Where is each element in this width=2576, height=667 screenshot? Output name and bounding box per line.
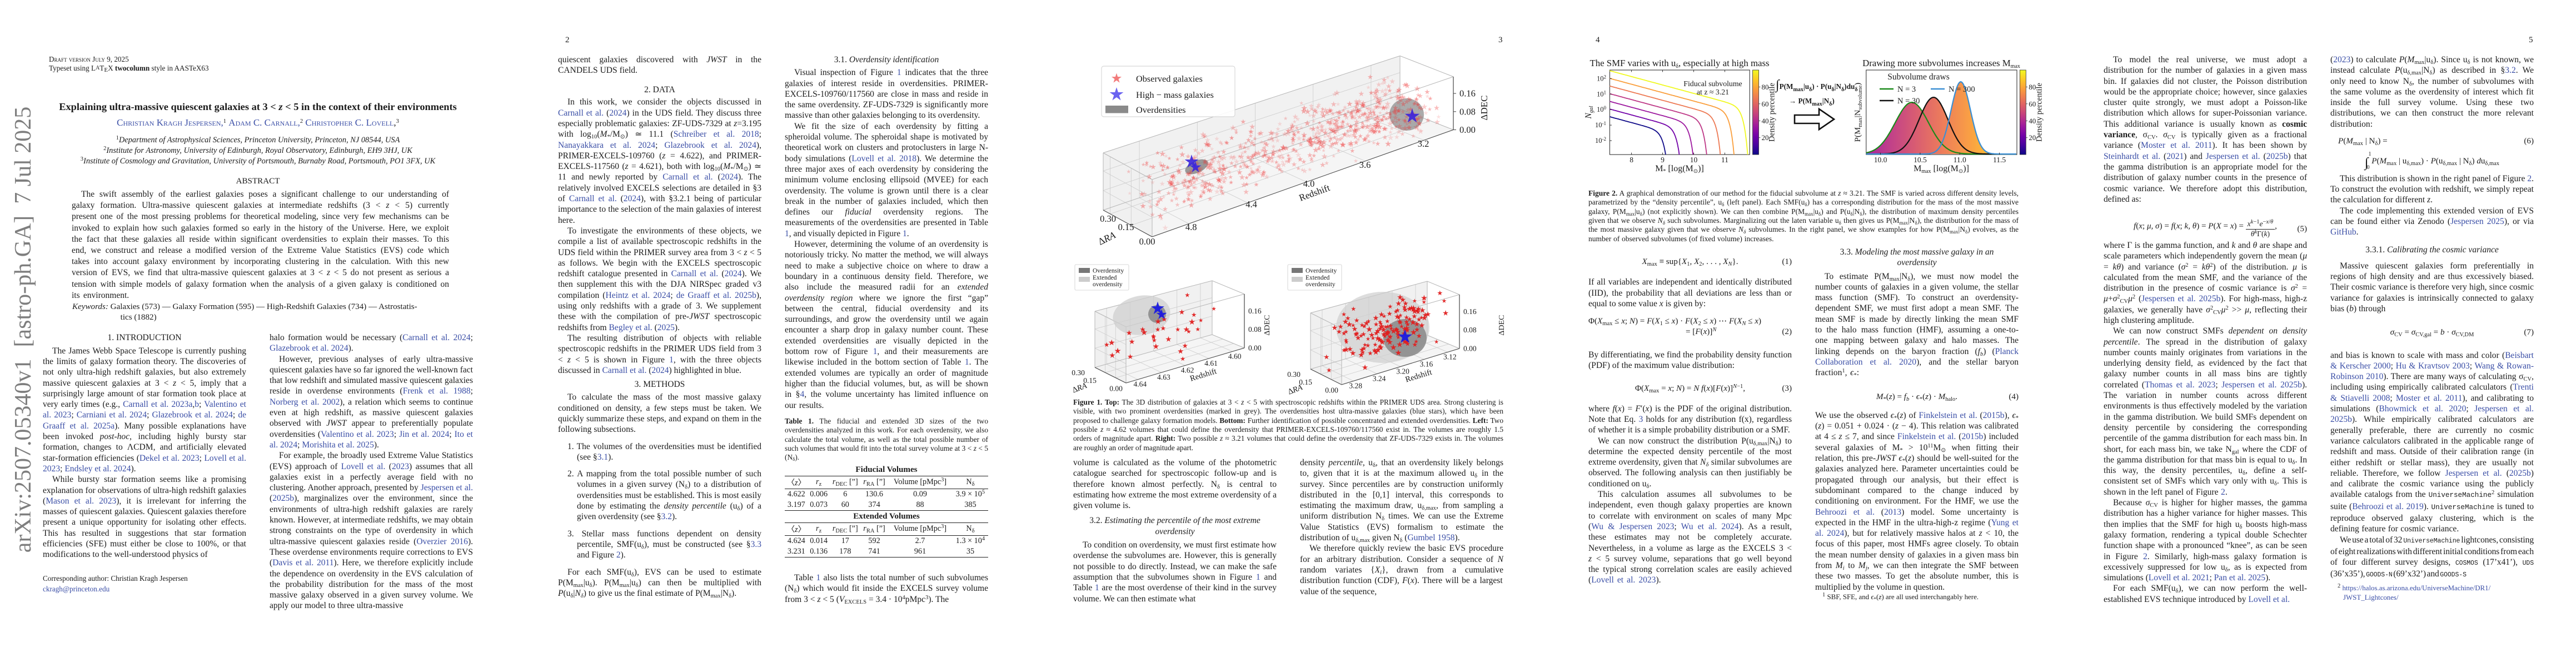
svg-text:10-1: 10-1 [1595,121,1606,129]
svg-text:3.24: 3.24 [1373,375,1386,383]
svg-text:80: 80 [1762,83,1769,91]
svg-text:Ngal: Ngal [1584,106,1595,119]
svg-text:ΔDEC: ΔDEC [1479,96,1489,121]
svg-text:Drawing more subvolumes increa: Drawing more subvolumes increases Mmax [1862,58,2020,69]
svg-text:0.30: 0.30 [1100,213,1116,224]
svg-text:0.15: 0.15 [1299,378,1312,386]
svg-text:4.62: 4.62 [1181,366,1194,375]
svg-text:Density percentile: Density percentile [2035,83,2044,142]
svg-text:0.00: 0.00 [1139,236,1155,247]
svg-text:60: 60 [2029,99,2036,108]
svg-text:4.4: 4.4 [1245,199,1257,210]
svg-text:N = 30: N = 30 [1897,97,1920,106]
svg-text:4.8: 4.8 [1185,222,1197,232]
svg-text:0.16: 0.16 [1248,307,1262,315]
svg-text:0.15: 0.15 [1118,222,1134,232]
svg-text:∆RA: ∆RA [1071,381,1088,395]
svg-text:3.28: 3.28 [1349,382,1362,390]
svg-text:Observed galaxies: Observed galaxies [1136,73,1203,84]
svg-text:10.0: 10.0 [1874,156,1887,164]
svg-text:4.63: 4.63 [1157,373,1170,381]
svg-text:Subvolume draws: Subvolume draws [1887,72,1950,82]
svg-text:40: 40 [1762,117,1769,125]
svg-text:N = 300: N = 300 [1949,85,1975,94]
svg-text:ΔDEC: ΔDEC [1498,315,1506,335]
svg-text:102: 102 [1597,74,1606,82]
svg-text:4.64: 4.64 [1133,380,1147,389]
svg-text:10.5: 10.5 [1914,156,1927,164]
svg-text:8: 8 [1630,156,1633,164]
svg-text:3.12: 3.12 [1443,353,1457,361]
svg-text:∆RA: ∆RA [1097,229,1118,247]
svg-text:11: 11 [1721,156,1728,164]
svg-text:Extended: Extended [1306,275,1330,281]
svg-text:M* [log(M⊙)]: M* [log(M⊙)] [1655,164,1704,175]
svg-text:Overdensities: Overdensities [1136,104,1186,115]
svg-text:40: 40 [2029,117,2036,125]
svg-text:80: 80 [2029,83,2036,91]
svg-text:Mmax [log(M⊙)]: Mmax [log(M⊙)] [1914,164,1969,175]
svg-text:10-2: 10-2 [1595,136,1606,145]
svg-text:0.30: 0.30 [1287,370,1301,379]
svg-text:0.08: 0.08 [1459,106,1476,117]
svg-text:0.00: 0.00 [1248,344,1262,352]
svg-text:Overdensity: Overdensity [1093,268,1124,275]
svg-text:The SMF varies with uδ, especi: The SMF varies with uδ, especially at hi… [1590,58,1769,69]
svg-text:0.16: 0.16 [1459,88,1476,99]
svg-text:3.6: 3.6 [1359,160,1371,170]
svg-text:3.2: 3.2 [1418,138,1429,149]
svg-text:Extended: Extended [1093,275,1117,281]
svg-text:0.16: 0.16 [1463,307,1477,316]
svg-text:11.0: 11.0 [1954,156,1966,164]
svg-text:4.61: 4.61 [1204,359,1218,367]
svg-text:11.5: 11.5 [1993,156,2006,164]
svg-text:4.0: 4.0 [1303,178,1315,189]
svg-text:0.00: 0.00 [1109,385,1123,393]
svg-text:High − mass galaxies: High − mass galaxies [1136,89,1214,100]
svg-text:3.16: 3.16 [1420,360,1433,369]
svg-text:Density percentile: Density percentile [1768,83,1777,142]
svg-text:overdensity: overdensity [1093,281,1123,288]
svg-text:0.00: 0.00 [1463,345,1477,353]
svg-text:20: 20 [2029,133,2036,142]
svg-text:4.60: 4.60 [1228,352,1242,360]
svg-text:Fiducal subvolume: Fiducal subvolume [1683,79,1742,88]
svg-text:100: 100 [1597,105,1607,113]
svg-text:N = 3: N = 3 [1897,85,1916,94]
svg-text:Overdensity: Overdensity [1306,268,1337,275]
svg-text:10: 10 [1690,156,1698,164]
svg-text:0.08: 0.08 [1463,326,1477,334]
svg-text:overdensity: overdensity [1306,281,1336,288]
svg-text:→ P(Mmax|Nδ): → P(Mmax|Nδ) [1789,97,1835,107]
svg-text:at z ≈ 3.21: at z ≈ 3.21 [1697,88,1729,96]
svg-text:∆RA: ∆RA [1287,383,1304,397]
svg-text:0.30: 0.30 [1072,369,1085,377]
svg-text:60: 60 [1762,99,1769,108]
svg-text:∫P(Mmax|uδ) · P(uδ|Nδ)duδ: ∫P(Mmax|uδ) · P(uδ|Nδ)duδ [1775,78,1858,93]
svg-text:0.15: 0.15 [1083,376,1097,385]
svg-text:0.00: 0.00 [1459,125,1476,135]
svg-text:9: 9 [1661,156,1665,164]
svg-text:101: 101 [1597,89,1606,98]
svg-text:20: 20 [1762,133,1769,142]
svg-text:3.20: 3.20 [1396,367,1409,376]
svg-text:ΔDEC: ΔDEC [1263,315,1272,335]
svg-text:0.00: 0.00 [1325,386,1338,395]
svg-text:0.08: 0.08 [1248,325,1262,334]
